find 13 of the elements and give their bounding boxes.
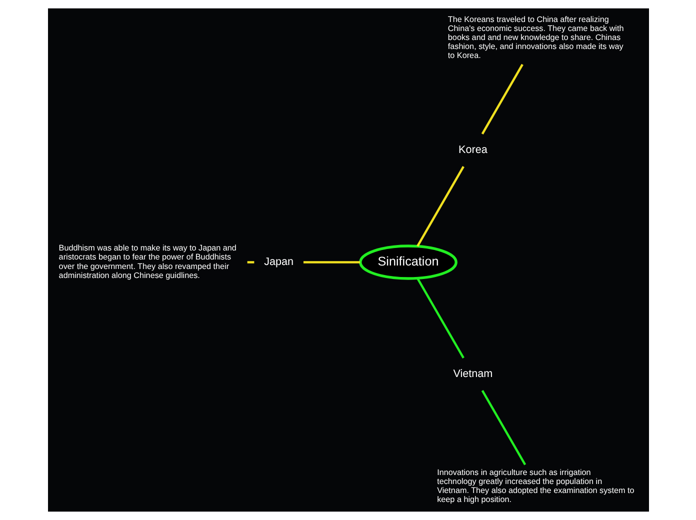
node-text: Innovations in agriculture such as irrigation technology greatly increased the population in Vietnam. They also adopted the examination system to keep a high position. (436, 468, 634, 504)
node-text: The Koreans traveled to China after realizing China's economic success. They came back with books and and new knowledge to share. Chinas fashion, style, and innovations also made its way to Korea. (447, 15, 624, 60)
connector (246, 261, 254, 264)
connector (302, 261, 360, 264)
connector (480, 64, 523, 134)
node-text: Japan (264, 256, 294, 268)
connector (416, 166, 464, 247)
node-text: Korea (458, 144, 487, 156)
connector (480, 390, 526, 466)
node-text: Vietnam (452, 368, 492, 380)
node-ellipse: Sinification (358, 244, 457, 280)
node-text: Buddhism was able to make its way to Japan and aristocrats began to fear the power of Buddhists over the government. They also revamped their administration along Chinese guidlines. (58, 244, 236, 280)
connector (416, 278, 464, 358)
